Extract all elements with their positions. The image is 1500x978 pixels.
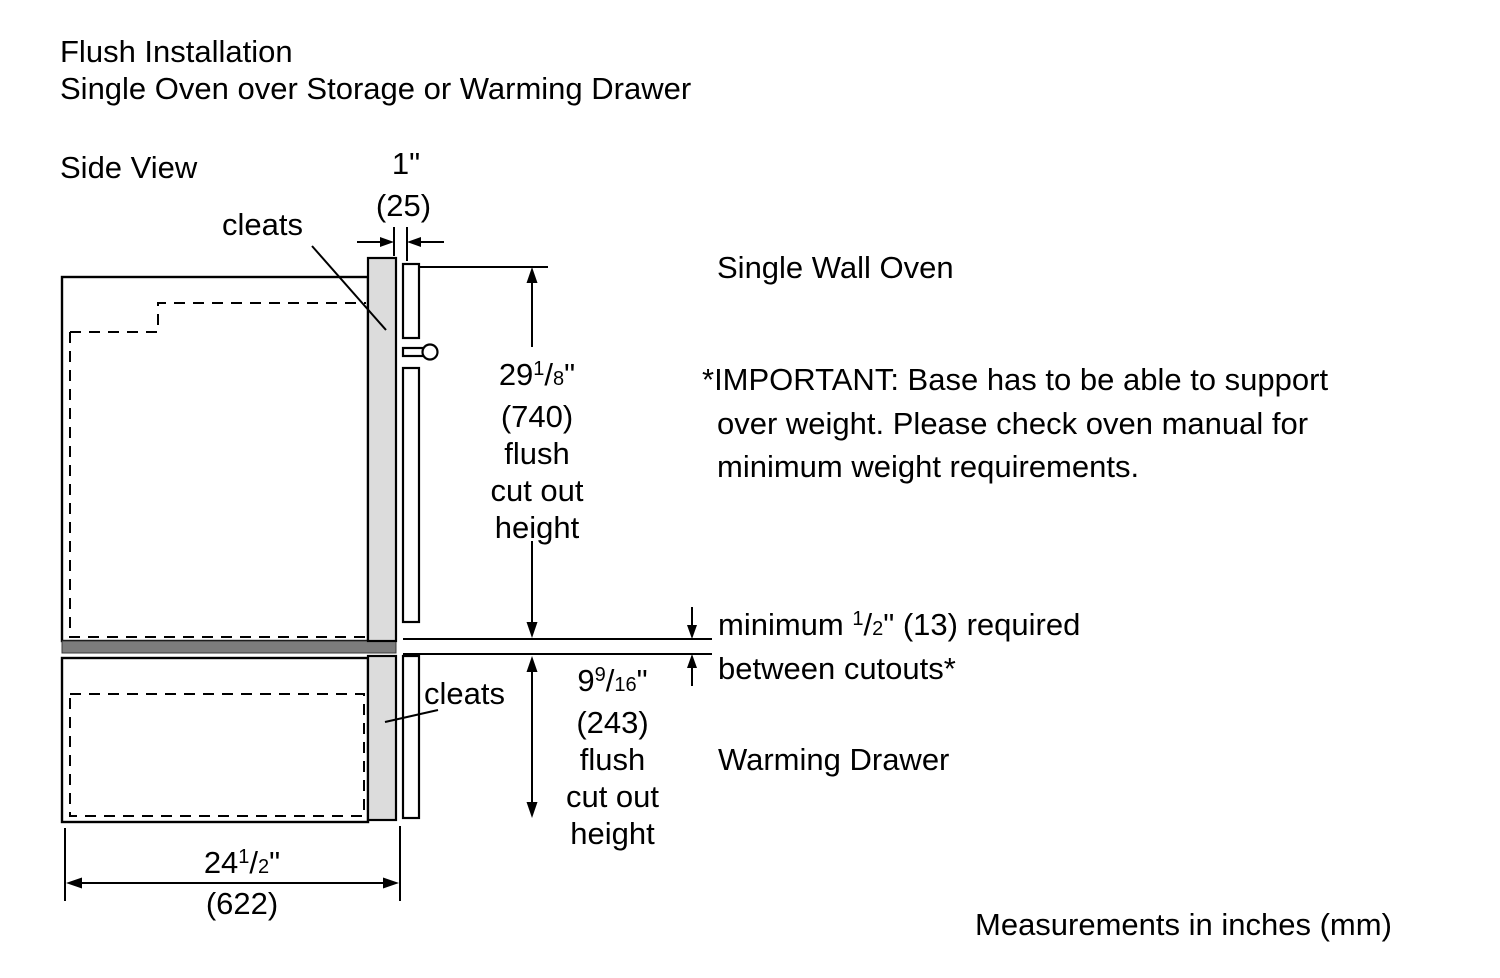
drawer-cutout-dashed-line <box>69 693 365 817</box>
separator-strip <box>61 640 397 654</box>
cleats-label-bottom: cleats <box>424 676 505 711</box>
min-gap-note-line2: between cutouts* <box>718 651 956 686</box>
drawer-cutout-dimension: 99/16" (243) flush cut out height <box>545 657 680 852</box>
warming-drawer-label: Warming Drawer <box>718 742 950 777</box>
page-title-line2: Single Oven over Storage or Warming Draw… <box>60 71 692 106</box>
oven-cutout-desc1: flush <box>504 436 570 471</box>
drawer-cutout-desc1: flush <box>579 742 646 777</box>
oven-cutout-dimension: 291/8" (740) flush cut out height <box>452 351 622 546</box>
depth-value: 241/2" <box>203 845 281 880</box>
depth-mm: (622) <box>205 886 279 921</box>
oven-door-panel-lower <box>401 366 421 624</box>
cleats-top-leader-line <box>311 245 387 331</box>
page-title-line1: Flush Installation <box>60 34 293 69</box>
drawer-cutout-mm: (243) <box>576 705 649 740</box>
oven-handle-knob <box>421 343 439 361</box>
cleats-label-top: cleats <box>222 207 303 242</box>
measurements-footer: Measurements in inches (mm) <box>975 907 1392 942</box>
cleat-strip-top <box>366 256 398 643</box>
view-label: Side View <box>60 150 198 185</box>
drawer-cutout-value: 99/16" <box>577 663 648 698</box>
important-note-line3: minimum weight requirements. <box>717 449 1140 484</box>
oven-door-panel-upper <box>401 262 421 340</box>
cleat-width-mm: (25) <box>375 188 432 223</box>
oven-cutout-desc2: cut out <box>490 473 584 508</box>
oven-cutout-dashed-line <box>69 302 366 638</box>
min-gap-note-line1: minimum 1/2" (13) required <box>718 607 1081 642</box>
oven-cabinet-outline <box>60 275 370 643</box>
drawer-front-panel <box>401 654 421 820</box>
important-note-line2: over weight. Please check oven manual fo… <box>717 406 1309 441</box>
oven-handle-stem <box>401 346 425 358</box>
cleats-bottom-leader-line <box>384 709 439 723</box>
cleat-width-inches: 1" <box>391 146 421 181</box>
single-wall-oven-label: Single Wall Oven <box>717 250 954 285</box>
oven-cutout-value: 291/8" <box>498 357 576 392</box>
cleat-strip-bottom <box>366 654 398 822</box>
drawer-cutout-desc3: height <box>570 816 655 851</box>
important-note-line1: *IMPORTANT: Base has to be able to suppo… <box>702 362 1329 397</box>
drawer-cutout-desc2: cut out <box>565 779 660 814</box>
oven-cutout-mm: (740) <box>500 399 574 434</box>
drawer-cabinet-outline <box>60 656 370 824</box>
oven-cutout-desc3: height <box>494 510 580 545</box>
dimension-lines <box>64 227 712 901</box>
